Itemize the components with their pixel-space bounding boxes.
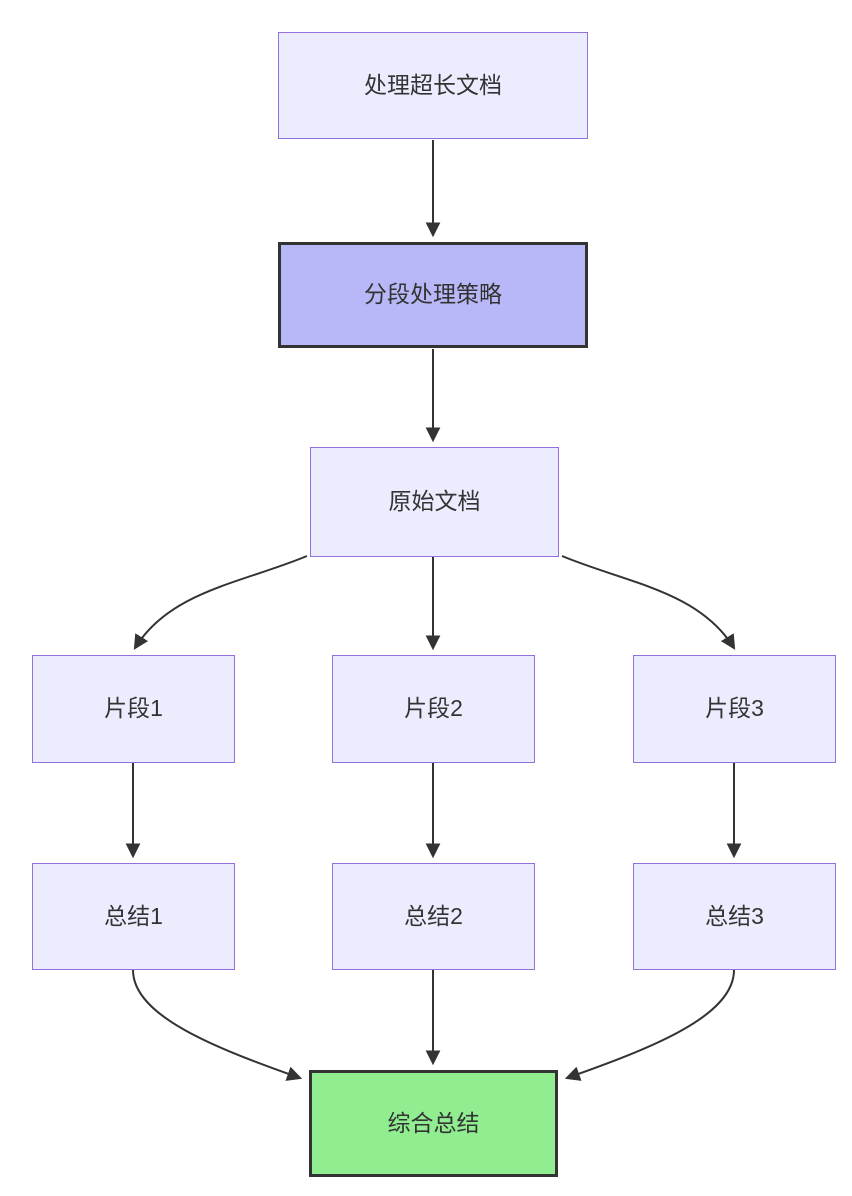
node-process-long-doc: 处理超长文档 xyxy=(278,32,588,139)
node-fragment-2-label: 片段2 xyxy=(404,695,463,722)
edge-summary1-to-final xyxy=(132,969,303,1081)
node-fragment-2: 片段2 xyxy=(332,655,535,763)
node-fragment-1: 片段1 xyxy=(32,655,235,763)
node-summary-3: 总结3 xyxy=(633,863,836,970)
node-final-summary: 综合总结 xyxy=(309,1070,558,1177)
node-process-long-doc-label: 处理超长文档 xyxy=(364,71,502,98)
node-segment-strategy-label: 分段处理策略 xyxy=(364,281,502,308)
node-fragment-3-label: 片段3 xyxy=(705,695,764,722)
edge-original-to-fragment3 xyxy=(561,555,736,650)
node-original-doc: 原始文档 xyxy=(310,447,559,557)
node-summary-2-label: 总结2 xyxy=(404,902,463,929)
node-summary-3-label: 总结3 xyxy=(705,902,764,929)
node-original-doc-label: 原始文档 xyxy=(388,488,481,515)
node-summary-2: 总结2 xyxy=(332,863,535,970)
node-summary-1-label: 总结1 xyxy=(104,902,163,929)
node-fragment-3: 片段3 xyxy=(633,655,836,763)
node-segment-strategy: 分段处理策略 xyxy=(278,242,588,348)
node-fragment-1-label: 片段1 xyxy=(104,695,163,722)
edge-summary3-to-final xyxy=(564,969,735,1081)
node-final-summary-label: 综合总结 xyxy=(387,1109,480,1136)
edge-original-to-fragment1 xyxy=(133,555,308,650)
node-summary-1: 总结1 xyxy=(32,863,235,970)
